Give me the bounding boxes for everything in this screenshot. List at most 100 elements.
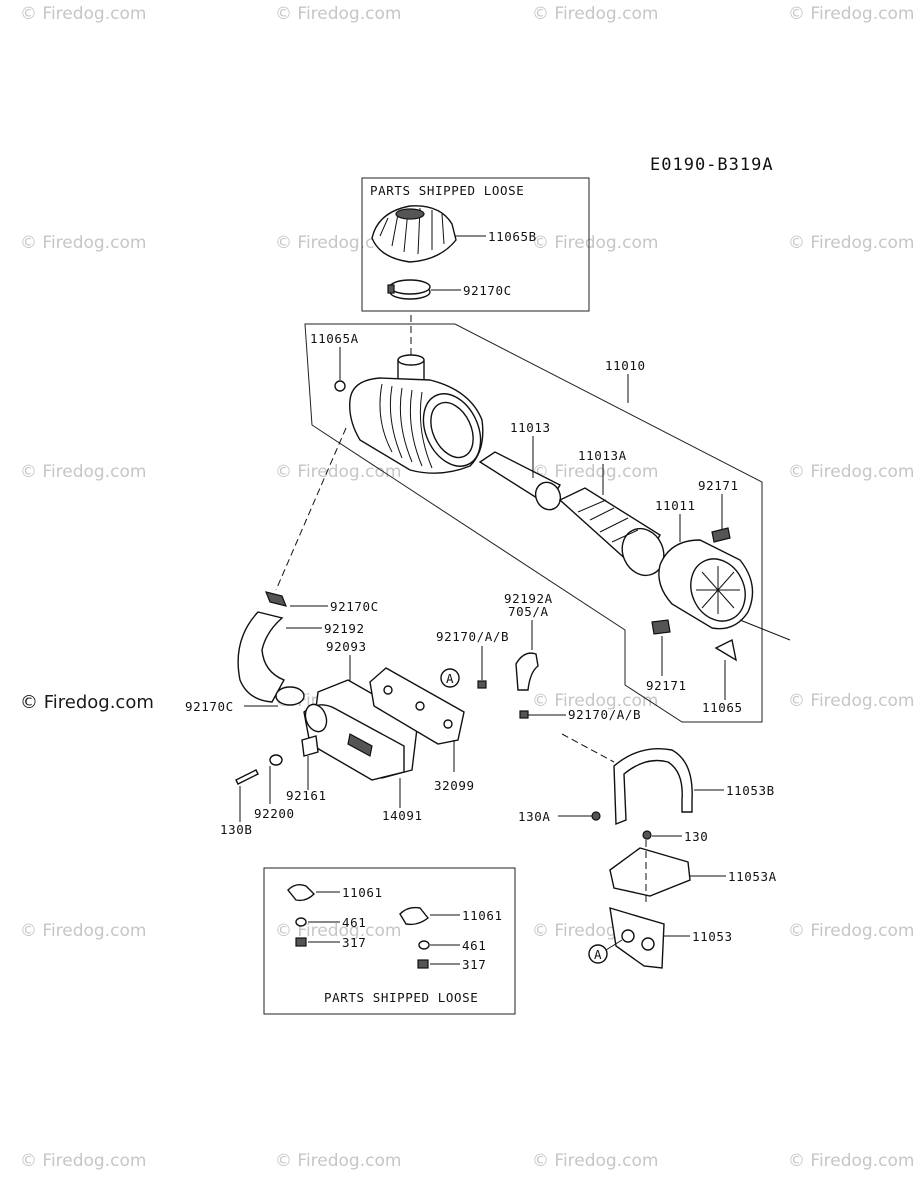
label-92170C-left: 92170C: [185, 699, 234, 714]
label-92171-top: 92171: [698, 478, 739, 493]
elbow-fitting: [515, 652, 539, 691]
filter-cover-cap: [658, 539, 754, 630]
bolt-130: [642, 830, 652, 840]
hose-clamp-top: [387, 279, 431, 300]
label-11013A: 11013A: [578, 448, 627, 463]
label-11053A: 11053A: [728, 869, 777, 884]
hose-clamp-left: [275, 686, 305, 706]
label-92192A: 92192A: [504, 591, 553, 606]
watermark-prominent: © Firedog.com: [20, 692, 154, 713]
watermark: © Firedog.com: [532, 4, 658, 24]
label-92093: 92093: [326, 639, 367, 654]
label-11065A: 11065A: [310, 331, 359, 346]
watermark: © Firedog.com: [788, 921, 914, 941]
loose-parts-title-top: PARTS SHIPPED LOOSE: [370, 183, 524, 198]
plate-hole: [621, 929, 635, 943]
watermark: © Firedog.com: [532, 691, 658, 711]
watermark: © Firedog.com: [532, 1151, 658, 1171]
nut-317-b: [417, 959, 429, 969]
washer-461-b: [418, 940, 430, 950]
label-92192: 92192: [324, 621, 365, 636]
assembly-outline-11010: [304, 323, 763, 723]
inner-filter-element: [478, 451, 562, 511]
precleaner-cap: [371, 205, 457, 263]
mounting-bracket-32099: [369, 667, 465, 745]
plug-92161: [301, 735, 319, 757]
label-11065B: 11065B: [488, 229, 537, 244]
callout-a2-text: A: [594, 947, 602, 962]
watermark: © Firedog.com: [275, 233, 401, 253]
label-92170C-top: 92170C: [463, 283, 512, 298]
label-130B: 130B: [220, 822, 253, 837]
loose-parts-title-bottom: PARTS SHIPPED LOOSE: [324, 990, 478, 1005]
watermark: © Firedog.com: [532, 462, 658, 482]
washer-461-a: [295, 917, 307, 927]
clip-top: [711, 527, 731, 543]
clamp-small-2: [519, 710, 529, 719]
washer-92200: [269, 754, 283, 766]
dashed-guide: [275, 427, 347, 591]
clamp-small-1: [477, 680, 487, 689]
label-317-a: 317: [342, 935, 366, 950]
plate-11053: [609, 907, 665, 969]
watermark: © Firedog.com: [20, 921, 146, 941]
label-11053B: 11053B: [726, 783, 775, 798]
label-32099: 32099: [434, 778, 475, 793]
inlet-pipe-top: [397, 354, 425, 366]
label-461-a: 461: [342, 915, 366, 930]
label-14091: 14091: [382, 808, 423, 823]
label-11011: 11011: [655, 498, 696, 513]
band-11053B: [613, 748, 693, 826]
label-130A: 130A: [518, 809, 551, 824]
callout-a1: [440, 668, 460, 688]
watermark: © Firedog.com: [20, 1151, 146, 1171]
watermark: © Firedog.com: [275, 921, 401, 941]
callout-a1-text: A: [446, 671, 454, 686]
leader: [605, 939, 623, 951]
air-cleaner-body: [334, 377, 484, 474]
watermark: © Firedog.com: [275, 462, 401, 482]
label-92200: 92200: [254, 806, 295, 821]
watermark: © Firedog.com: [788, 1151, 914, 1171]
loose-parts-box-bottom: [263, 867, 516, 1015]
hose-clamp-mid: [265, 591, 287, 607]
watermark: © Firedog.com: [20, 462, 146, 482]
gasket-11061-a: [287, 883, 315, 902]
watermark: © Firedog.com: [20, 233, 146, 253]
label-92161: 92161: [286, 788, 327, 803]
watermark: © Firedog.com: [788, 233, 914, 253]
bolt-130B: [235, 769, 259, 785]
label-11061-a: 11061: [342, 885, 383, 900]
label-11013: 11013: [510, 420, 551, 435]
label-461-b: 461: [462, 938, 486, 953]
watermark-grid: © Firedog.com © Firedog.com © Firedog.co…: [20, 4, 914, 1171]
label-92170AB-2: 92170/A/B: [568, 707, 641, 722]
label-92170AB-1: 92170/A/B: [436, 629, 509, 644]
watermark: © Firedog.com: [532, 233, 658, 253]
nut-317-a: [295, 937, 307, 947]
diagram-code: E0190-B319A: [650, 155, 774, 175]
label-11065: 11065: [702, 700, 743, 715]
label-92170C-mid: 92170C: [330, 599, 379, 614]
watermark: © Firedog.com: [788, 691, 914, 711]
watermark: © Firedog.com: [275, 1151, 401, 1171]
axis-line: [739, 619, 791, 641]
watermark: © Firedog.com: [20, 4, 146, 24]
valve-11065: [714, 638, 737, 662]
outer-filter-element: [558, 487, 665, 577]
bolt-130A: [591, 811, 601, 821]
intake-hose: [237, 611, 285, 703]
intake-housing: [303, 703, 405, 781]
watermark: © Firedog.com: [275, 4, 401, 24]
label-11053: 11053: [692, 929, 733, 944]
watermark: © Firedog.com: [788, 4, 914, 24]
callout-a2: [588, 944, 608, 964]
bracket-11053A: [609, 847, 691, 897]
gasket-11061-b: [399, 906, 429, 926]
plate-hole: [641, 937, 655, 951]
label-11010: 11010: [605, 358, 646, 373]
label-317-b: 317: [462, 957, 486, 972]
clip-bottom: [651, 619, 671, 635]
